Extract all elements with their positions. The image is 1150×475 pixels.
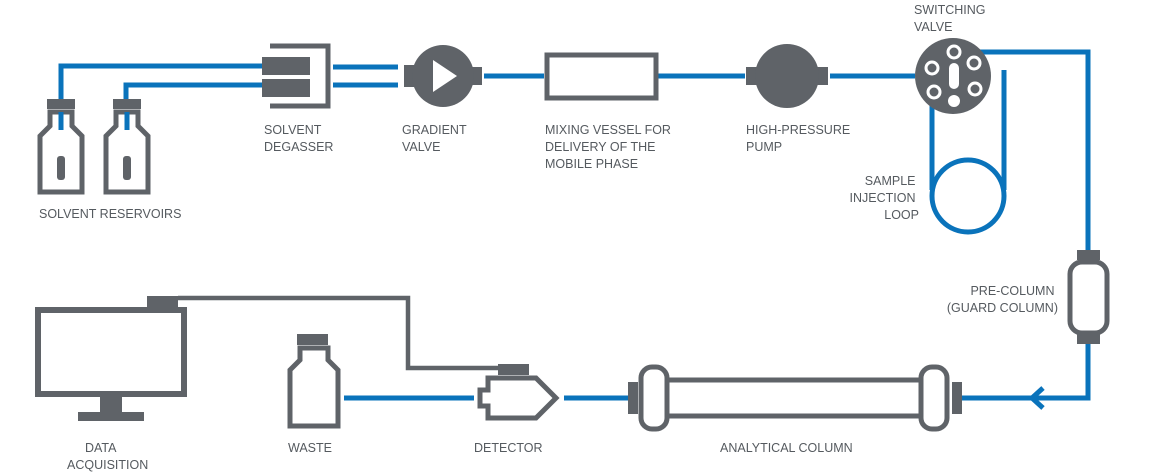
degasser-icon bbox=[262, 43, 331, 109]
waste-bottle bbox=[287, 334, 341, 429]
data-acquisition bbox=[35, 296, 187, 421]
label-gradient-valve: GRADIENT VALVE bbox=[402, 123, 470, 154]
switching-valve-icon bbox=[915, 38, 991, 114]
label-detector: DETECTOR bbox=[474, 441, 543, 455]
label-sample-injection-loop: SAMPLE INJECTION LOOP bbox=[850, 174, 919, 222]
injection-loop-icon bbox=[929, 157, 1007, 235]
monitor-icon bbox=[35, 296, 187, 421]
label-high-pressure-pump: HIGH-PRESSURE PUMP bbox=[746, 123, 854, 154]
label-data-acquisition: DATA ACQUISITION bbox=[67, 441, 148, 472]
label-pre-column: PRE-COLUMN (GUARD COLUMN) bbox=[947, 284, 1058, 315]
bottle-icon bbox=[103, 99, 151, 195]
bottle-icon bbox=[287, 334, 341, 429]
pre-column bbox=[1067, 250, 1110, 344]
bottle-icon bbox=[37, 99, 85, 195]
column-icon bbox=[628, 364, 962, 432]
flow-line-reservoir-2 bbox=[123, 82, 262, 102]
flow-line-reservoir-1 bbox=[58, 63, 262, 102]
label-analytical-column: ANALYTICAL COLUMN bbox=[720, 441, 853, 455]
solvent-reservoir-2 bbox=[103, 99, 151, 195]
arrow-icon bbox=[1028, 386, 1045, 410]
flow-line-switch-precolumn bbox=[956, 49, 1091, 252]
valve-icon bbox=[404, 45, 482, 107]
flow-line-precolumn-column bbox=[962, 342, 1091, 401]
detector-icon bbox=[477, 364, 560, 421]
pre-column-icon bbox=[1067, 259, 1110, 336]
solvent-reservoir-1 bbox=[37, 99, 85, 195]
gradient-valve bbox=[404, 45, 482, 107]
solvent-degasser bbox=[262, 43, 331, 109]
label-mixing-vessel: MIXING VESSEL FOR DELIVERY OF THE MOBILE… bbox=[545, 123, 674, 171]
signal-wire bbox=[178, 295, 500, 371]
mixing-vessel bbox=[544, 52, 659, 101]
label-switching-valve: SWITCHING VALVE bbox=[914, 3, 989, 34]
switching-valve bbox=[915, 38, 991, 114]
pump-icon bbox=[746, 44, 828, 108]
analytical-column bbox=[628, 364, 962, 432]
label-solvent-degasser: SOLVENT DEGASSER bbox=[264, 123, 333, 154]
label-solvent-reservoirs: SOLVENT RESERVOIRS bbox=[39, 207, 181, 221]
high-pressure-pump bbox=[746, 44, 828, 108]
detector bbox=[477, 364, 560, 421]
sample-injection-loop bbox=[929, 157, 1007, 235]
mixing-vessel-icon bbox=[544, 52, 659, 101]
label-waste: WASTE bbox=[288, 441, 332, 455]
